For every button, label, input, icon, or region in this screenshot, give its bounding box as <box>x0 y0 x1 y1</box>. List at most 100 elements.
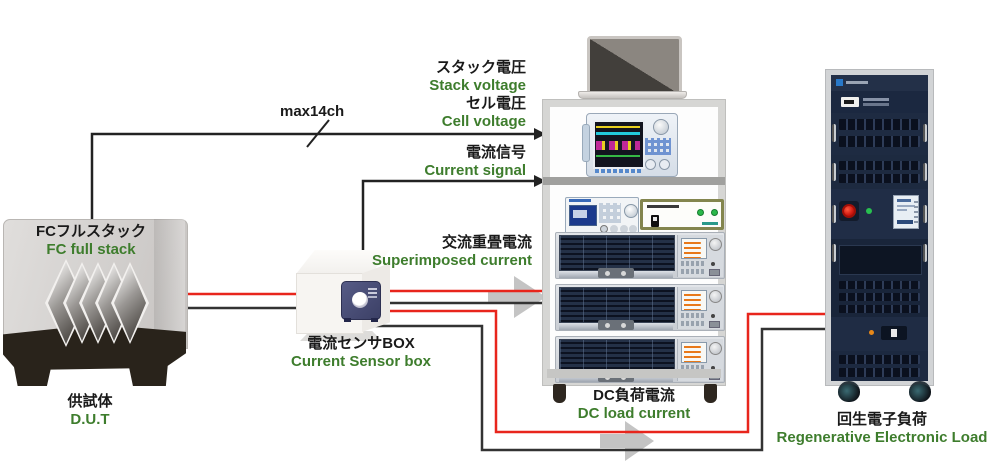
panel-handle <box>923 205 927 223</box>
function-generator-readout <box>573 210 587 218</box>
load-knob <box>709 238 722 251</box>
fc-stack-side-face <box>154 219 185 347</box>
vent-slats <box>839 305 920 313</box>
display-line <box>897 209 907 211</box>
breaker-switch <box>881 326 907 340</box>
cabinet-header <box>831 75 928 92</box>
panel-handle <box>832 244 836 262</box>
amplifier-model-text <box>647 205 679 208</box>
dc-load-label-jp: DC負荷電流 <box>593 387 675 404</box>
cabinet-lower-panel <box>831 317 928 351</box>
regen-load-label: 回生電子負荷 Regenerative Electronic Load <box>764 411 1000 447</box>
power-switch <box>651 215 659 227</box>
vent-slats <box>839 355 920 364</box>
load-power-button <box>711 314 715 318</box>
cabinet-vent-panel <box>831 155 928 189</box>
cabinet-body <box>831 75 928 381</box>
sensor-amplifier-unit <box>640 199 724 230</box>
load-terminals <box>598 320 634 330</box>
vent-slats <box>839 174 920 183</box>
current-sensor-icon <box>341 281 381 322</box>
vent-slats <box>839 119 920 130</box>
oscilloscope <box>582 113 678 177</box>
current-signal-labels: 電流信号 Current signal <box>300 144 526 180</box>
vent-slats <box>839 281 920 289</box>
load-buttons <box>681 261 705 266</box>
current-sensor-label-jp: 電流センサBOX <box>307 335 415 352</box>
panel-handle <box>923 244 927 262</box>
dut-label-en: D.U.T <box>70 411 110 428</box>
oscilloscope-screen <box>593 120 645 169</box>
function-generator-screen <box>569 205 597 226</box>
emergency-stop-base <box>839 201 859 221</box>
arrowhead-icon <box>534 175 546 187</box>
load-buttons <box>681 313 705 318</box>
load-vent-panel <box>559 339 675 375</box>
status-led-icon <box>866 208 872 214</box>
current-sensor-box-device <box>296 250 390 334</box>
fc-stack-device <box>3 219 188 386</box>
waveform-trace-green <box>596 155 640 157</box>
panel-handle <box>832 124 836 142</box>
current-signal-wire <box>361 179 535 270</box>
load-usb-port <box>709 321 720 328</box>
load-knob <box>709 342 722 355</box>
sensor-mount-tab <box>344 318 351 322</box>
oscilloscope-knob <box>653 119 669 135</box>
current-signal-label-en: Current signal <box>424 162 526 179</box>
multichannel-tick <box>306 119 330 148</box>
current-sensor-label-en: Current Sensor box <box>290 353 432 370</box>
brand-logo-icon <box>836 79 843 86</box>
function-generator-brand <box>569 199 591 202</box>
display-line <box>897 220 913 224</box>
cabinet-display <box>893 195 919 229</box>
brand-text <box>846 81 868 84</box>
cabinet-recess <box>839 245 922 275</box>
load-power-button <box>711 262 715 266</box>
vent-slats <box>839 161 920 170</box>
oscilloscope-handle <box>582 124 590 162</box>
waveform-trace-magenta <box>596 141 640 150</box>
cell-voltage-label-jp: セル電圧 <box>465 95 526 112</box>
function-generator-knob <box>624 204 638 218</box>
electronic-load-unit <box>555 232 725 279</box>
stack-voltage-label-en: Stack voltage <box>429 77 526 94</box>
load-usb-port <box>709 269 720 276</box>
load-terminals <box>598 268 634 278</box>
panel-handle <box>923 163 927 181</box>
regen-load-label-en: Regenerative Electronic Load <box>776 429 988 446</box>
fc-stack-label: FCフルスタック FC full stack <box>10 223 172 259</box>
dc-wire-black-to-regen <box>357 324 827 452</box>
caster-wheel-icon <box>909 381 931 402</box>
status-led-icon <box>697 209 704 216</box>
superimposed-current-labels: 交流重畳電流 Superimposed current <box>300 234 532 270</box>
load-display <box>681 290 707 311</box>
vent-slats <box>839 293 920 301</box>
dc-wire-red-to-regen <box>352 309 827 434</box>
max-channels-label: max14ch <box>280 103 345 120</box>
voltage-signal-labels: スタック電圧 Stack voltage セル電圧 Cell voltage <box>300 59 526 131</box>
load-control-panel <box>677 287 723 329</box>
rack-bottom-rail <box>547 369 721 378</box>
caster-wheel-icon <box>838 381 860 402</box>
superimposed-label-jp: 交流重畳電流 <box>441 234 532 251</box>
rack-shelf-divider <box>543 177 725 185</box>
display-line <box>897 199 911 202</box>
dut-label-jp: 供試体 <box>67 393 113 410</box>
superimposed-label-en: Superimposed current <box>371 252 532 269</box>
equipment-rack <box>543 100 725 385</box>
load-buttons <box>681 321 705 326</box>
rack-foot <box>704 384 717 403</box>
current-signal-label-jp: 電流信号 <box>465 144 526 161</box>
sensor-markings <box>368 288 377 290</box>
load-buttons <box>681 269 705 274</box>
display-buttons <box>914 199 918 223</box>
flow-arrow-icon <box>600 421 654 461</box>
function-generator <box>565 197 639 234</box>
vent-slats <box>839 136 920 147</box>
sensor-box-shadow <box>300 331 382 341</box>
panel-handle <box>832 163 836 181</box>
oscilloscope-soft-keys <box>595 169 641 173</box>
